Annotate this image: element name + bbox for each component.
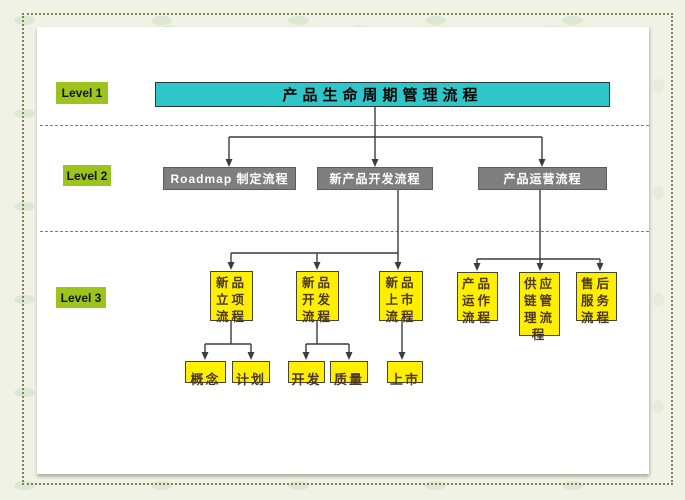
stage-box-develop: 开发 xyxy=(288,361,325,387)
level-2-label: Level 2 xyxy=(63,165,111,186)
stage-box-concept-text: 概念 xyxy=(190,372,221,387)
level2-box-roadmap: Roadmap 制定流程 xyxy=(163,167,296,190)
level-separator-2 xyxy=(40,231,649,232)
level3-box-development: 新品 开发 流程 xyxy=(296,271,339,324)
level2-box-product-operations: 产品运营流程 xyxy=(478,167,607,190)
stage-box-develop-text: 开发 xyxy=(291,372,322,387)
level3-box-supply-chain: 供应 链管 理流 程 xyxy=(519,272,560,342)
level-1-label: Level 1 xyxy=(56,82,108,104)
level-separator-1 xyxy=(40,125,649,126)
level3-box-launch: 新品 上市 流程 xyxy=(379,271,423,324)
stage-box-plan: 计划 xyxy=(232,361,270,387)
stage-box-launch-text: 上市 xyxy=(389,372,420,387)
level-1-label-text: Level 1 xyxy=(61,86,103,100)
level-2-label-text: Level 2 xyxy=(66,168,108,183)
level2-box-new-product-development: 新产品开发流程 xyxy=(317,167,433,190)
stage-box-launch: 上市 xyxy=(387,361,423,387)
level-3-label-text: Level 3 xyxy=(60,290,102,305)
stage-box-quality: 质量 xyxy=(330,361,368,387)
level-3-label: Level 3 xyxy=(56,287,106,308)
stage-box-plan-text: 计划 xyxy=(235,372,266,387)
level1-process-box: 产品生命周期管理流程 xyxy=(155,82,610,107)
level3-box-operation: 产品 运作 流程 xyxy=(457,272,498,325)
level3-box-initiation: 新品 立项 流程 xyxy=(210,271,253,324)
stage-box-quality-text: 质量 xyxy=(333,372,364,387)
stage-box-concept: 概念 xyxy=(185,361,226,387)
level3-box-after-sales: 售后 服务 流程 xyxy=(576,272,617,325)
